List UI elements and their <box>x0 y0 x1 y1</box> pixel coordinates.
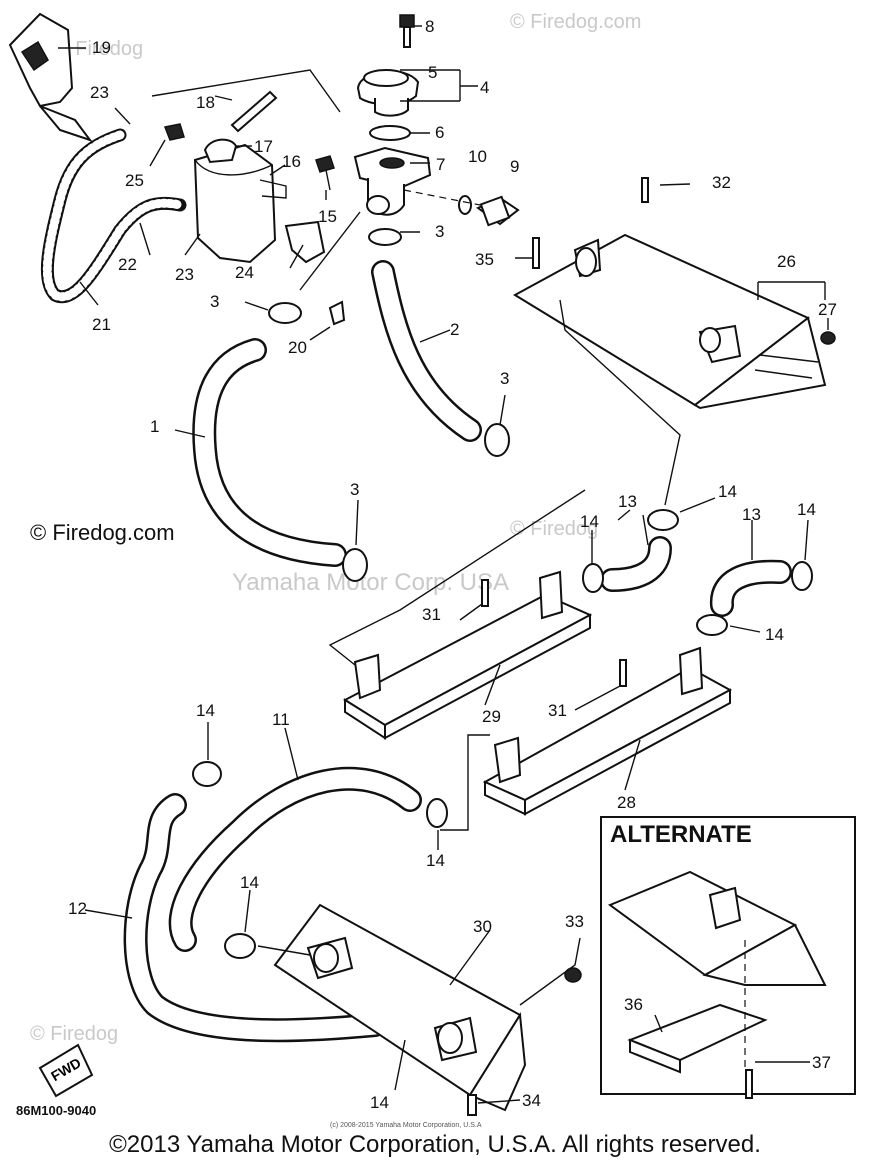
diagram-ref-number: 86M100-9040 <box>16 1103 96 1118</box>
callout-3-left: 3 <box>210 292 219 311</box>
watermark-firedog-top-left: © Firedog <box>55 38 143 60</box>
callout-5: 5 <box>428 63 437 82</box>
callout-16: 16 <box>282 152 301 171</box>
callout-9: 9 <box>510 157 519 176</box>
part-32-bolt <box>641 177 649 203</box>
callout-23-top: 23 <box>90 83 109 102</box>
callout-33: 33 <box>565 912 584 931</box>
part-8-bolt <box>399 14 415 48</box>
callout-31-a: 31 <box>422 605 441 624</box>
part-18-pipe <box>230 90 278 133</box>
callout-1: 1 <box>150 417 159 436</box>
part-35-bolt <box>532 237 540 269</box>
callout-3-bottom: 3 <box>350 480 359 499</box>
part-9-sensor <box>476 195 520 227</box>
callout-19: 19 <box>92 38 111 57</box>
part-1-hose <box>192 338 347 567</box>
part-27-nut <box>820 331 836 345</box>
callout-21: 21 <box>92 315 111 334</box>
callout-31-b: 31 <box>548 701 567 720</box>
part-7-housing <box>353 146 432 216</box>
callout-13-a: 13 <box>618 492 637 511</box>
part-20-bolt <box>328 300 346 326</box>
callout-10: 10 <box>468 147 487 166</box>
callout-25: 25 <box>125 171 144 190</box>
callout-23-bottom: 23 <box>175 265 194 284</box>
part-31-bolt-b <box>619 659 627 687</box>
part-13-hose-a <box>600 536 672 592</box>
part-31-bolt-a <box>481 579 489 607</box>
clamp-3-group <box>268 228 510 582</box>
callout-layer: 19 23 18 8 5 4 6 7 10 9 17 16 15 25 23 2… <box>68 17 837 1112</box>
part-25-fitting <box>163 123 185 141</box>
copyright-footer: ©2013 Yamaha Motor Corporation, U.S.A. A… <box>109 1131 761 1158</box>
callout-3-right: 3 <box>500 369 509 388</box>
callout-7: 7 <box>436 155 445 174</box>
callout-14-g: 14 <box>240 873 259 892</box>
callout-27: 27 <box>818 300 837 319</box>
small-print: (c) 2008-2015 Yamaha Motor Corporation, … <box>330 1122 482 1129</box>
part-33-bolt <box>564 967 582 983</box>
callout-22: 22 <box>118 255 137 274</box>
callout-15: 15 <box>318 207 337 226</box>
part-16-tank <box>193 138 287 264</box>
callout-28: 28 <box>617 793 636 812</box>
callout-35: 35 <box>475 250 494 269</box>
callout-14-b: 14 <box>580 512 599 531</box>
callout-32: 32 <box>712 173 731 192</box>
callout-36: 36 <box>624 995 643 1014</box>
part-21-hose <box>40 128 187 304</box>
callout-30: 30 <box>473 917 492 936</box>
alternate-label: ALTERNATE <box>610 821 752 848</box>
callout-14-h: 14 <box>370 1093 389 1112</box>
part-6-ring <box>369 125 411 141</box>
part-26-cooler <box>513 233 827 410</box>
callout-11: 11 <box>272 710 290 729</box>
part-29-cooler-plate <box>342 570 593 740</box>
part-30-cooler <box>273 903 527 1112</box>
callout-3-top: 3 <box>435 222 444 241</box>
callout-20: 20 <box>288 338 307 357</box>
callout-4: 4 <box>480 78 489 97</box>
watermark-firedog-top-right: © Firedog.com <box>510 11 641 33</box>
callout-14-a: 14 <box>718 482 737 501</box>
leader-lines <box>58 25 829 1104</box>
callout-2: 2 <box>450 320 459 339</box>
part-13-hose-b <box>709 559 792 617</box>
callout-14-c: 14 <box>797 500 816 519</box>
callout-6: 6 <box>435 123 444 142</box>
callout-34: 34 <box>522 1091 541 1110</box>
part-15-fitting <box>315 155 335 173</box>
watermark-firedog-bottom-left: © Firedog <box>30 1023 118 1045</box>
part-5-cap <box>356 69 420 117</box>
watermark-yamaha: Yamaha Motor Corp. USA <box>232 569 509 596</box>
callout-18: 18 <box>196 93 215 112</box>
part-24-bracket <box>284 220 326 264</box>
part-28-cooler-plate <box>482 646 733 816</box>
fwd-arrow-icon: FWD <box>38 1043 94 1098</box>
callout-37: 37 <box>812 1053 831 1072</box>
part-19-bracket <box>8 12 93 142</box>
callout-29: 29 <box>482 707 501 726</box>
callout-17: 17 <box>254 137 273 156</box>
part-2-hose <box>371 260 482 442</box>
part-12-hose <box>123 793 387 1043</box>
part-11-hose <box>168 766 422 952</box>
alternate-box: ALTERNATE <box>600 816 856 1099</box>
callout-13-b: 13 <box>742 505 761 524</box>
part-34-bolt <box>467 1094 477 1116</box>
callout-14-d: 14 <box>765 625 784 644</box>
callout-24: 24 <box>235 263 254 282</box>
callout-12: 12 <box>68 899 87 918</box>
watermark-firedog-mid: © Firedog <box>510 518 598 540</box>
callout-8: 8 <box>425 17 434 36</box>
callout-26: 26 <box>777 252 796 271</box>
watermark-firedog-left: © Firedog.com <box>30 520 175 545</box>
callout-14-f: 14 <box>426 851 445 870</box>
callout-14-e: 14 <box>196 701 215 720</box>
part-10-washer <box>458 195 472 215</box>
